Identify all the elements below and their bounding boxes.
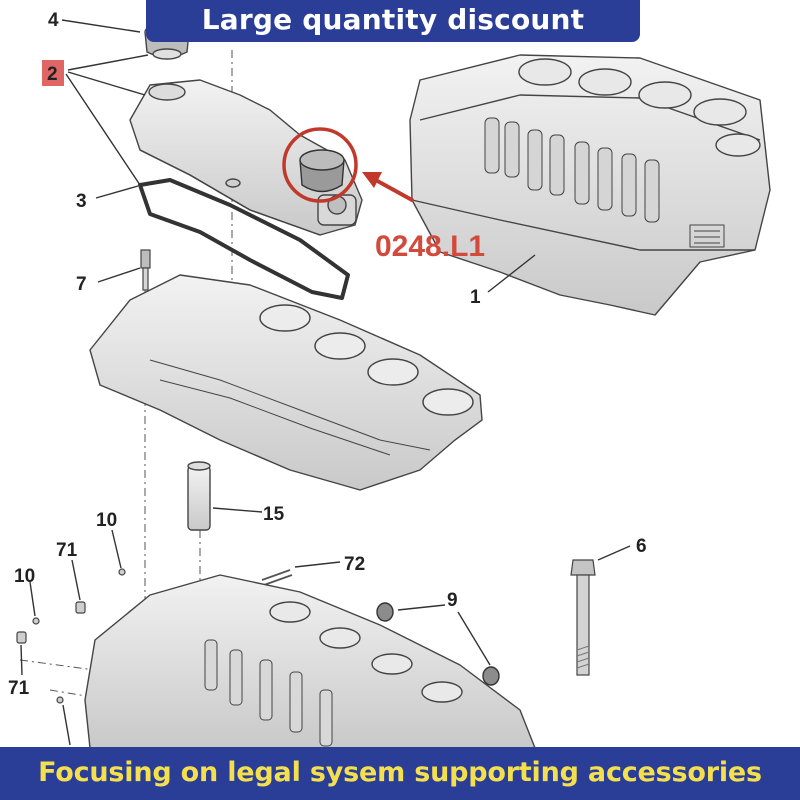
highlighted-oil-cap <box>282 127 358 203</box>
discount-banner: Large quantity discount <box>146 0 640 42</box>
callout-15: 15 <box>263 504 285 525</box>
small-pins <box>16 568 126 704</box>
callout-71-b: 71 <box>8 678 30 699</box>
part-15-sleeve <box>187 461 211 531</box>
callout-7: 7 <box>76 274 87 295</box>
camshaft-housing <box>89 274 483 491</box>
part-code-label: 0248.L1 <box>375 230 485 263</box>
callout-2-highlight <box>42 60 64 86</box>
part-7-bolt <box>140 249 151 291</box>
callout-9: 9 <box>447 590 458 611</box>
part-6-head-bolt <box>570 559 596 676</box>
callout-71-a: 71 <box>56 540 78 561</box>
part-1-cylinder-head-assembly <box>409 54 771 316</box>
lower-cylinder-head <box>84 574 536 749</box>
callout-10-b: 10 <box>14 566 35 587</box>
callout-1: 1 <box>470 287 481 308</box>
highlight-arrow <box>362 172 414 202</box>
callout-2: 2 <box>47 64 58 85</box>
callout-3: 3 <box>76 191 87 212</box>
callout-4: 4 <box>48 10 59 31</box>
tagline-banner: Focusing on legal sysem supporting acces… <box>0 747 800 800</box>
part-3-cover-gasket <box>138 178 350 300</box>
callout-72: 72 <box>344 554 365 575</box>
callout-10-a: 10 <box>96 510 117 531</box>
part-9-seals <box>376 602 500 686</box>
callout-6: 6 <box>636 536 647 557</box>
leader-lines <box>20 19 631 746</box>
part-72-spring <box>261 569 293 586</box>
callout-labels: 4 2 3 7 1 15 10 71 72 6 10 9 71 <box>8 10 647 699</box>
